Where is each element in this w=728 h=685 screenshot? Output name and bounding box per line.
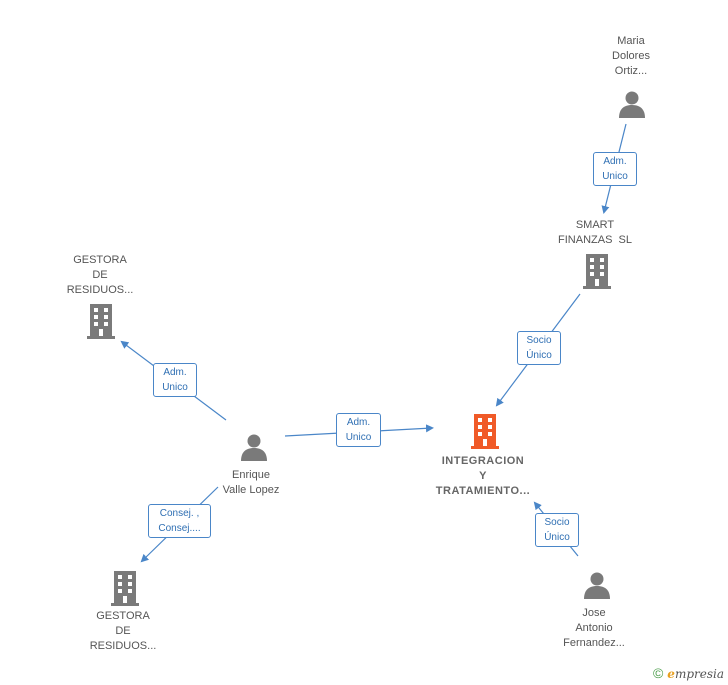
- label-line: Dolores: [612, 50, 650, 62]
- brand-logo: ©empresia: [653, 665, 724, 681]
- building-icon[interactable]: [582, 253, 612, 289]
- label-line: Jose: [582, 607, 606, 619]
- person-icon[interactable]: [617, 90, 647, 118]
- label-line: INTEGRACION: [441, 455, 525, 467]
- brand-initial: e: [667, 667, 675, 681]
- node-label-smart[interactable]: SMART FINANZAS SL: [525, 218, 665, 248]
- label-line: Valle Lopez: [222, 484, 280, 496]
- copyright-icon: ©: [652, 665, 664, 681]
- edge-label-line: Consej. ,: [159, 508, 200, 519]
- edge-label-line: Unico: [602, 171, 628, 182]
- label-line: DE: [115, 625, 131, 637]
- edge-label-enrique-gestora-top[interactable]: Adm. Unico: [153, 363, 197, 397]
- person-icon[interactable]: [239, 433, 269, 461]
- building-icon[interactable]: [110, 570, 140, 606]
- edge-label-jose-integracion[interactable]: Socio Único: [535, 513, 579, 547]
- node-label-maria[interactable]: Maria Dolores Ortiz...: [561, 34, 701, 79]
- edge-label-line: Unico: [162, 382, 188, 393]
- edge-label-maria-smart[interactable]: Adm. Unico: [593, 152, 637, 186]
- node-label-integracion[interactable]: INTEGRACION Y TRATAMIENTO...: [413, 454, 553, 499]
- label-line: SMART: [575, 219, 615, 231]
- edge-label-line: Consej....: [158, 523, 201, 534]
- edge-label-line: Único: [544, 532, 570, 543]
- label-line: RESIDUOS...: [66, 284, 134, 296]
- edge-label-line: Único: [526, 350, 552, 361]
- label-line: GESTORA: [96, 610, 150, 622]
- edge-label-line: Socio: [526, 335, 552, 346]
- label-line: Y: [479, 470, 487, 482]
- main-company-building-icon[interactable]: [470, 413, 500, 449]
- node-label-gestora-top[interactable]: GESTORA DE RESIDUOS...: [30, 253, 170, 298]
- edge-label-enrique-integracion[interactable]: Adm. Unico: [336, 413, 381, 447]
- node-label-jose[interactable]: Jose Antonio Fernandez...: [524, 606, 664, 651]
- label-line: RESIDUOS...: [89, 640, 157, 652]
- edge-label-smart-integracion[interactable]: Socio Único: [517, 331, 561, 365]
- label-line: Fernandez...: [563, 637, 625, 649]
- label-line: Enrique: [232, 469, 270, 481]
- node-label-gestora-bottom[interactable]: GESTORA DE RESIDUOS...: [53, 609, 193, 654]
- brand-name: mpresia: [674, 667, 724, 681]
- edge-label-line: Adm.: [603, 156, 627, 167]
- label-line: Maria: [617, 35, 645, 47]
- label-line: Antonio: [575, 622, 613, 634]
- label-line: GESTORA: [73, 254, 127, 266]
- building-icon[interactable]: [86, 303, 116, 339]
- label-line: DE: [92, 269, 108, 281]
- label-line: FINANZAS SL: [558, 234, 632, 246]
- person-icon[interactable]: [582, 571, 612, 599]
- edge-label-line: Adm.: [163, 367, 187, 378]
- edge-label-line: Adm.: [346, 417, 371, 428]
- edge-label-line: Unico: [345, 432, 372, 443]
- edge-label-line: Socio: [544, 517, 570, 528]
- label-line: TRATAMIENTO...: [435, 485, 531, 497]
- node-label-enrique[interactable]: Enrique Valle Lopez: [181, 468, 321, 498]
- label-line: Ortiz...: [614, 65, 648, 77]
- edge-label-enrique-gestora-bottom[interactable]: Consej. , Consej....: [148, 504, 211, 538]
